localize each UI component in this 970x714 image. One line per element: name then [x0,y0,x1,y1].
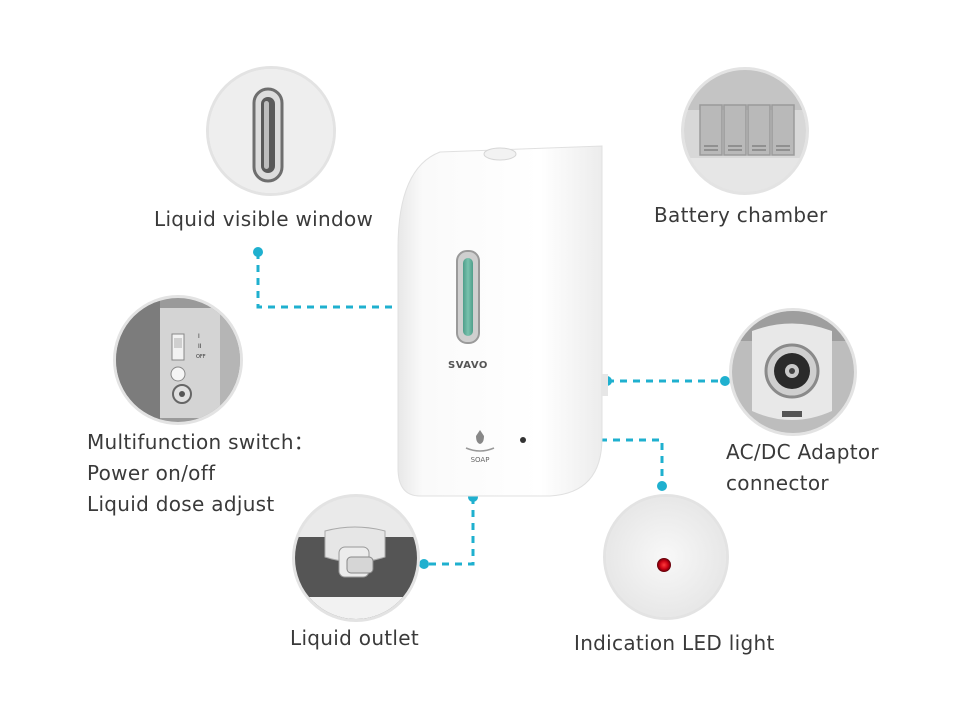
adaptor-dot-end [720,376,730,386]
adaptor-detail-circle [729,308,857,436]
outlet-detail-circle [292,494,420,622]
switch-mark-1: I [198,333,200,340]
switch-mark-2: II [198,343,202,350]
soap-text: SOAP [471,456,490,464]
brand-text: SVAVO [448,360,488,371]
label-switch-title: Multifunction switch： [87,430,315,454]
battery-detail-image [684,70,806,192]
window-detail-image [209,69,333,193]
label-battery-chamber: Battery chamber [654,203,828,227]
adaptor-detail-image [732,311,854,433]
window-dot-start [253,247,263,257]
soap-dispenser: SVAVO SOAP [397,145,608,497]
window-detail-circle [206,66,336,196]
window-connector [256,252,445,309]
led-light [657,558,671,572]
switch-detail-circle: I II OFF [113,295,243,425]
outlet-connector [425,497,475,566]
label-led-light: Indication LED light [574,631,775,655]
label-adaptor-connector: connector [726,471,829,495]
outlet-dot-end [419,559,429,569]
led-dot-end [657,481,667,491]
label-switch-power: Power on/off [87,461,216,485]
led-detail-circle [603,494,729,620]
label-switch-dose: Liquid dose adjust [87,492,275,516]
battery-detail-circle [681,67,809,195]
led-detail-image [606,497,726,617]
sensor-dot [520,437,526,443]
label-adaptor-title: AC/DC Adaptor [726,440,879,464]
label-liquid-window: Liquid visible window [154,207,374,231]
switch-mark-3: OFF [196,354,206,360]
label-liquid-outlet: Liquid outlet [290,626,420,650]
outlet-detail-image [295,497,417,619]
switch-detail-image: I II OFF [116,298,240,422]
